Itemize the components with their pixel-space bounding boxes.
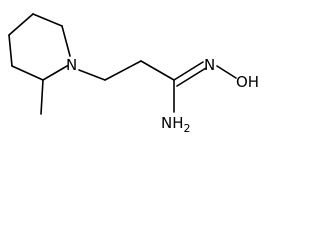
cn-double-bond-a — [173, 61, 204, 81]
amine-subscript: 2 — [184, 122, 191, 135]
amine-nh-text: NH — [161, 114, 184, 132]
amine-label: NH2 — [161, 114, 191, 135]
ring-bond-c5-c6 — [32, 13, 63, 27]
ring-bond-c4-c5 — [8, 13, 34, 36]
chain-bond-c1-c2 — [104, 60, 142, 81]
methyl-bond — [40, 79, 44, 115]
oxime-nitrogen-label: N — [204, 56, 215, 74]
n-o-bond — [216, 65, 237, 79]
cn-double-bond-b — [176, 67, 207, 87]
ring-bond-c2-c3 — [11, 65, 44, 81]
chain-bond-c2-c3 — [140, 60, 175, 81]
ring-bond-n-c2 — [42, 65, 68, 81]
ring-bond-c3-c4 — [8, 34, 13, 67]
chemical-structure-diagram: N N OH NH2 — [8, 13, 259, 135]
chain-bond-n-c1 — [78, 69, 106, 81]
ring-bond-c6-n — [61, 25, 71, 57]
hydroxyl-label: OH — [236, 73, 259, 91]
ring-nitrogen-label: N — [66, 56, 77, 74]
